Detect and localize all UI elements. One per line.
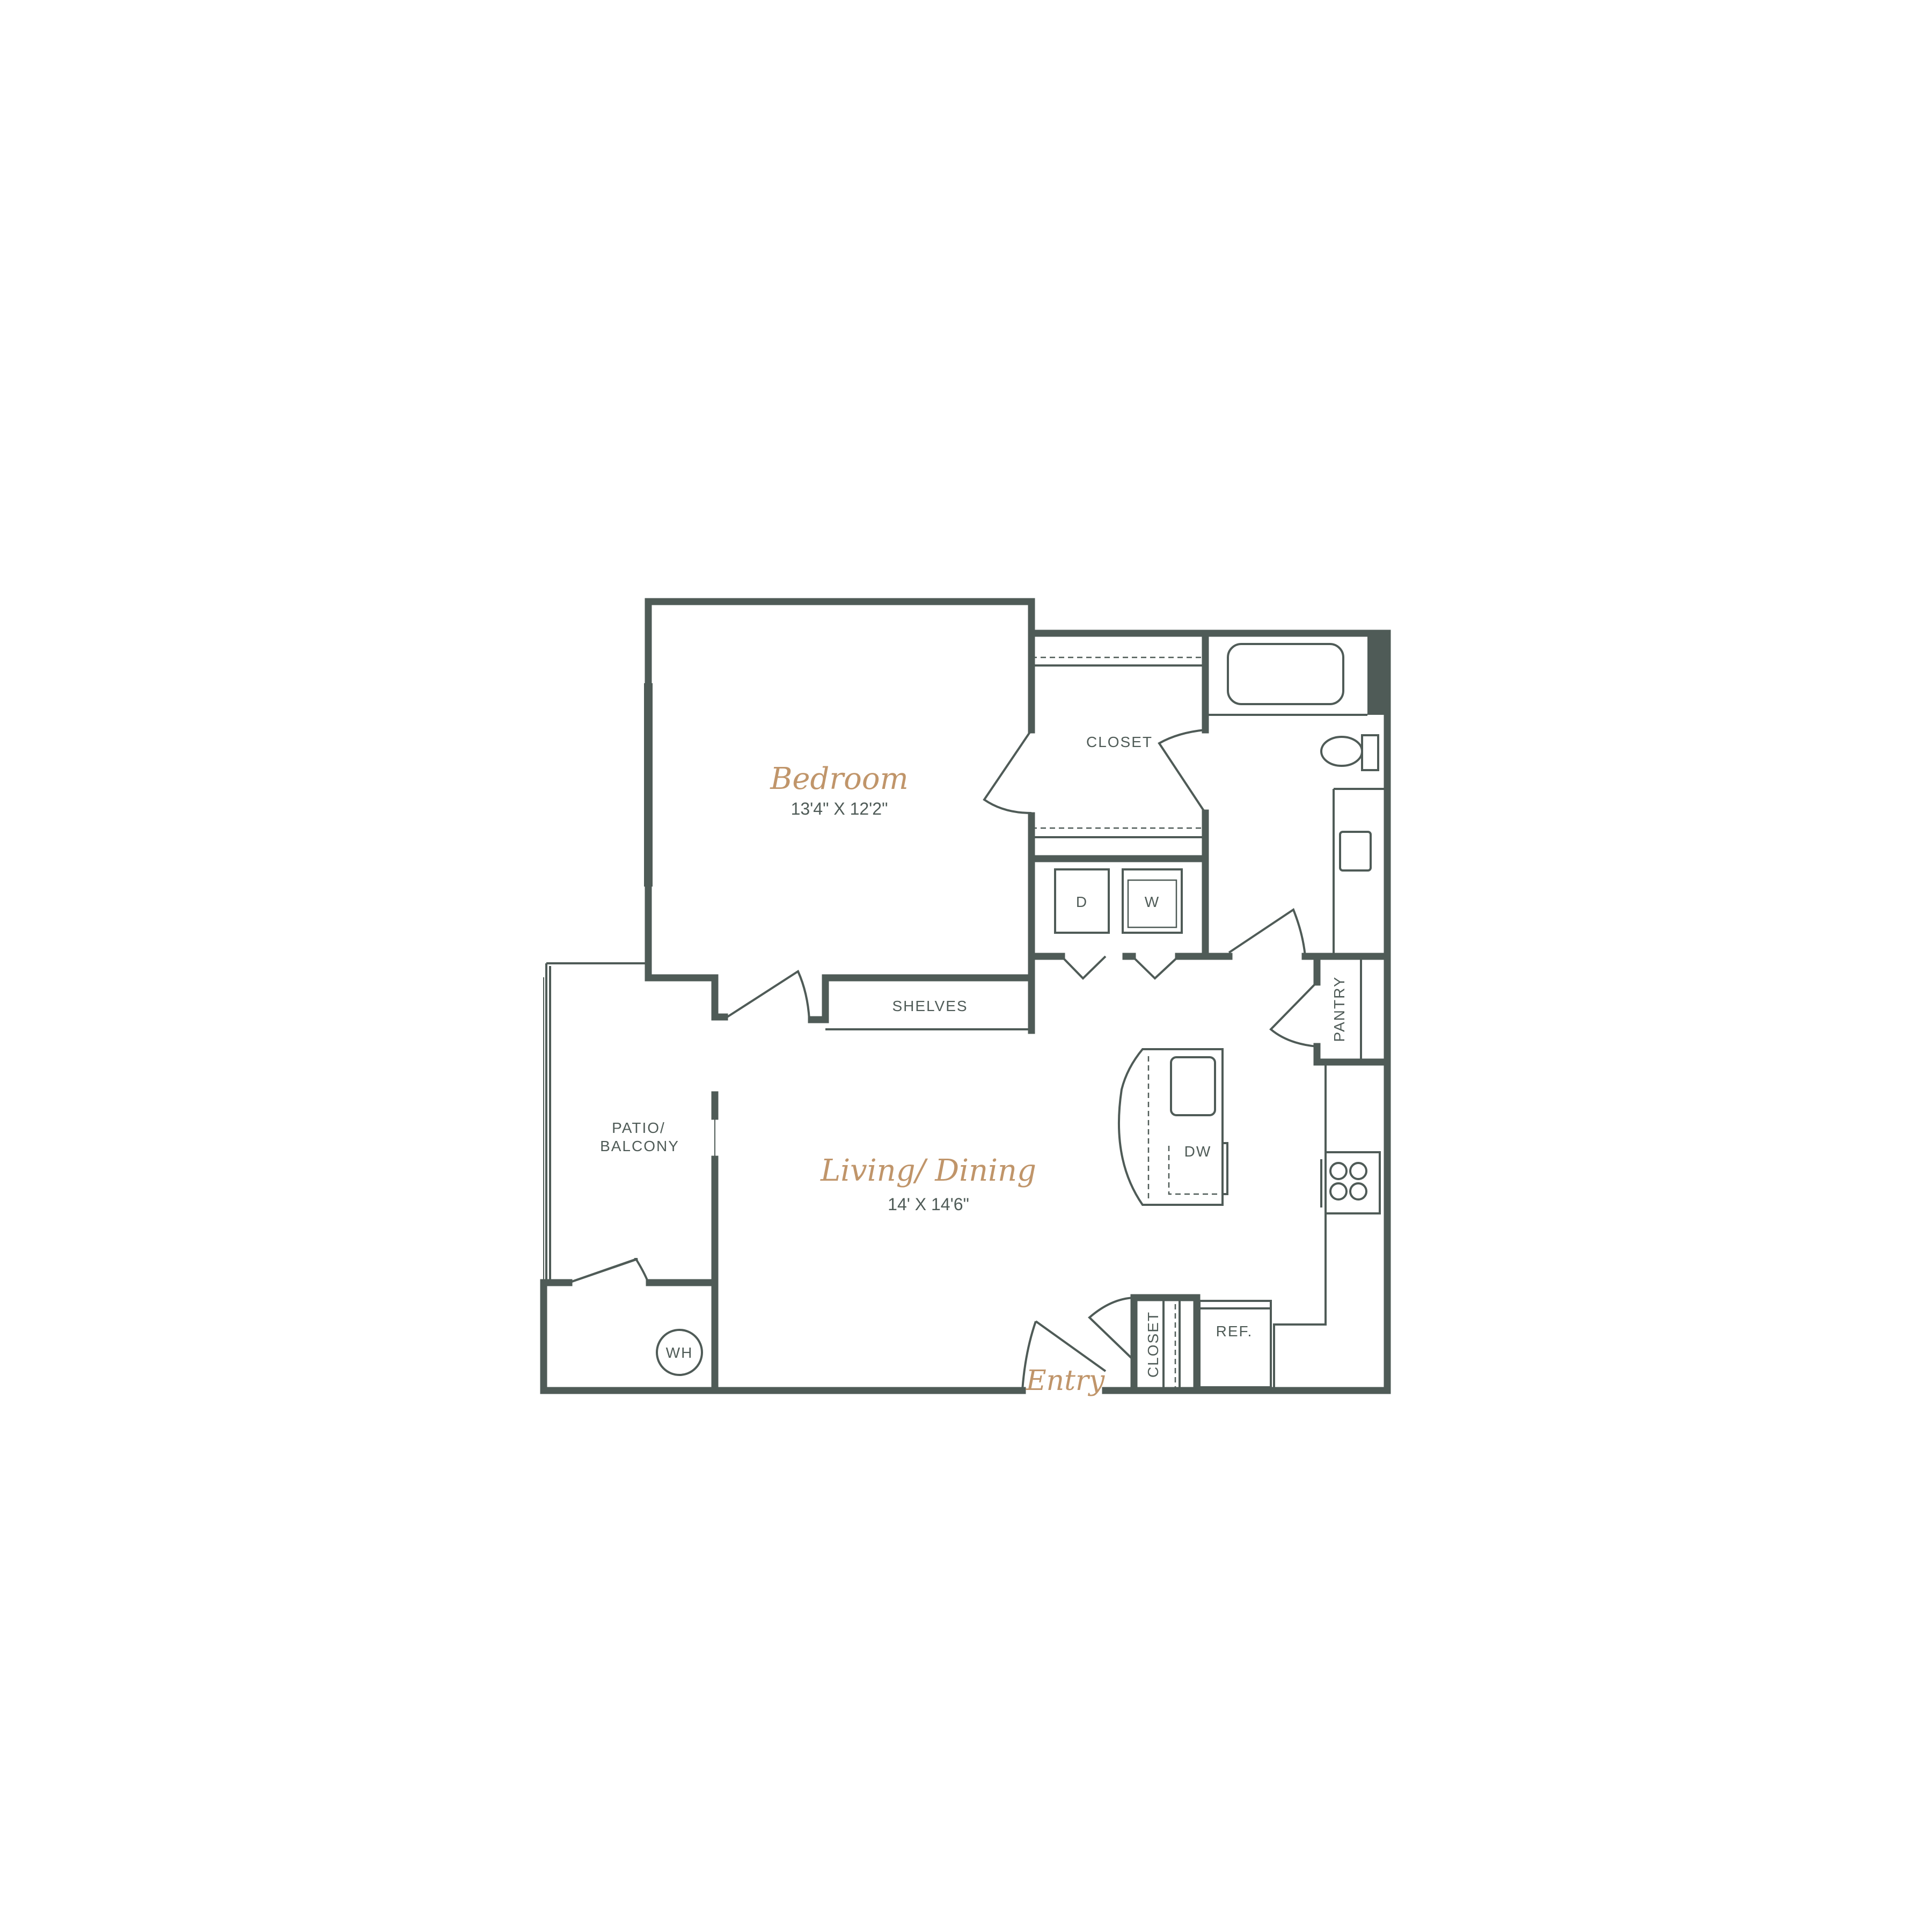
range-icon [1324, 1151, 1381, 1214]
fixtures [656, 643, 1381, 1376]
living-size: 14' X 14'6" [888, 1195, 969, 1214]
bedroom-label: Bedroom [770, 762, 908, 796]
shelves-label: SHELVES [892, 998, 968, 1014]
patio-label: PATIO/ [612, 1119, 665, 1136]
entry-closet-label: CLOSET [1145, 1311, 1161, 1378]
bathtub-icon [1227, 643, 1344, 705]
wh-label: WH [666, 1344, 693, 1361]
toilet-icon [1320, 736, 1363, 767]
ref-label: REF. [1216, 1323, 1253, 1340]
kitchen-sink-icon [1170, 1056, 1216, 1116]
pantry-label: PANTRY [1331, 976, 1348, 1042]
living-label: Living/ Dining [820, 1153, 1036, 1188]
walls [540, 598, 1391, 1394]
water-heater-icon [656, 1329, 703, 1376]
dryer-label: D [1076, 894, 1088, 910]
dryer [1054, 868, 1110, 934]
balcony-label: BALCONY [600, 1138, 679, 1154]
entry-label: Entry [1026, 1365, 1105, 1397]
washer-label: W [1145, 894, 1160, 910]
bedroom-size: 13'4" X 12'2" [791, 799, 888, 818]
kitchen-island [1117, 1048, 1224, 1206]
bath-sink-icon [1339, 831, 1372, 872]
thin-lines [545, 656, 1388, 1391]
doors [568, 729, 1318, 1391]
dw-label: DW [1184, 1143, 1212, 1160]
washer [1122, 868, 1183, 934]
closet-label: CLOSET [1086, 734, 1153, 750]
